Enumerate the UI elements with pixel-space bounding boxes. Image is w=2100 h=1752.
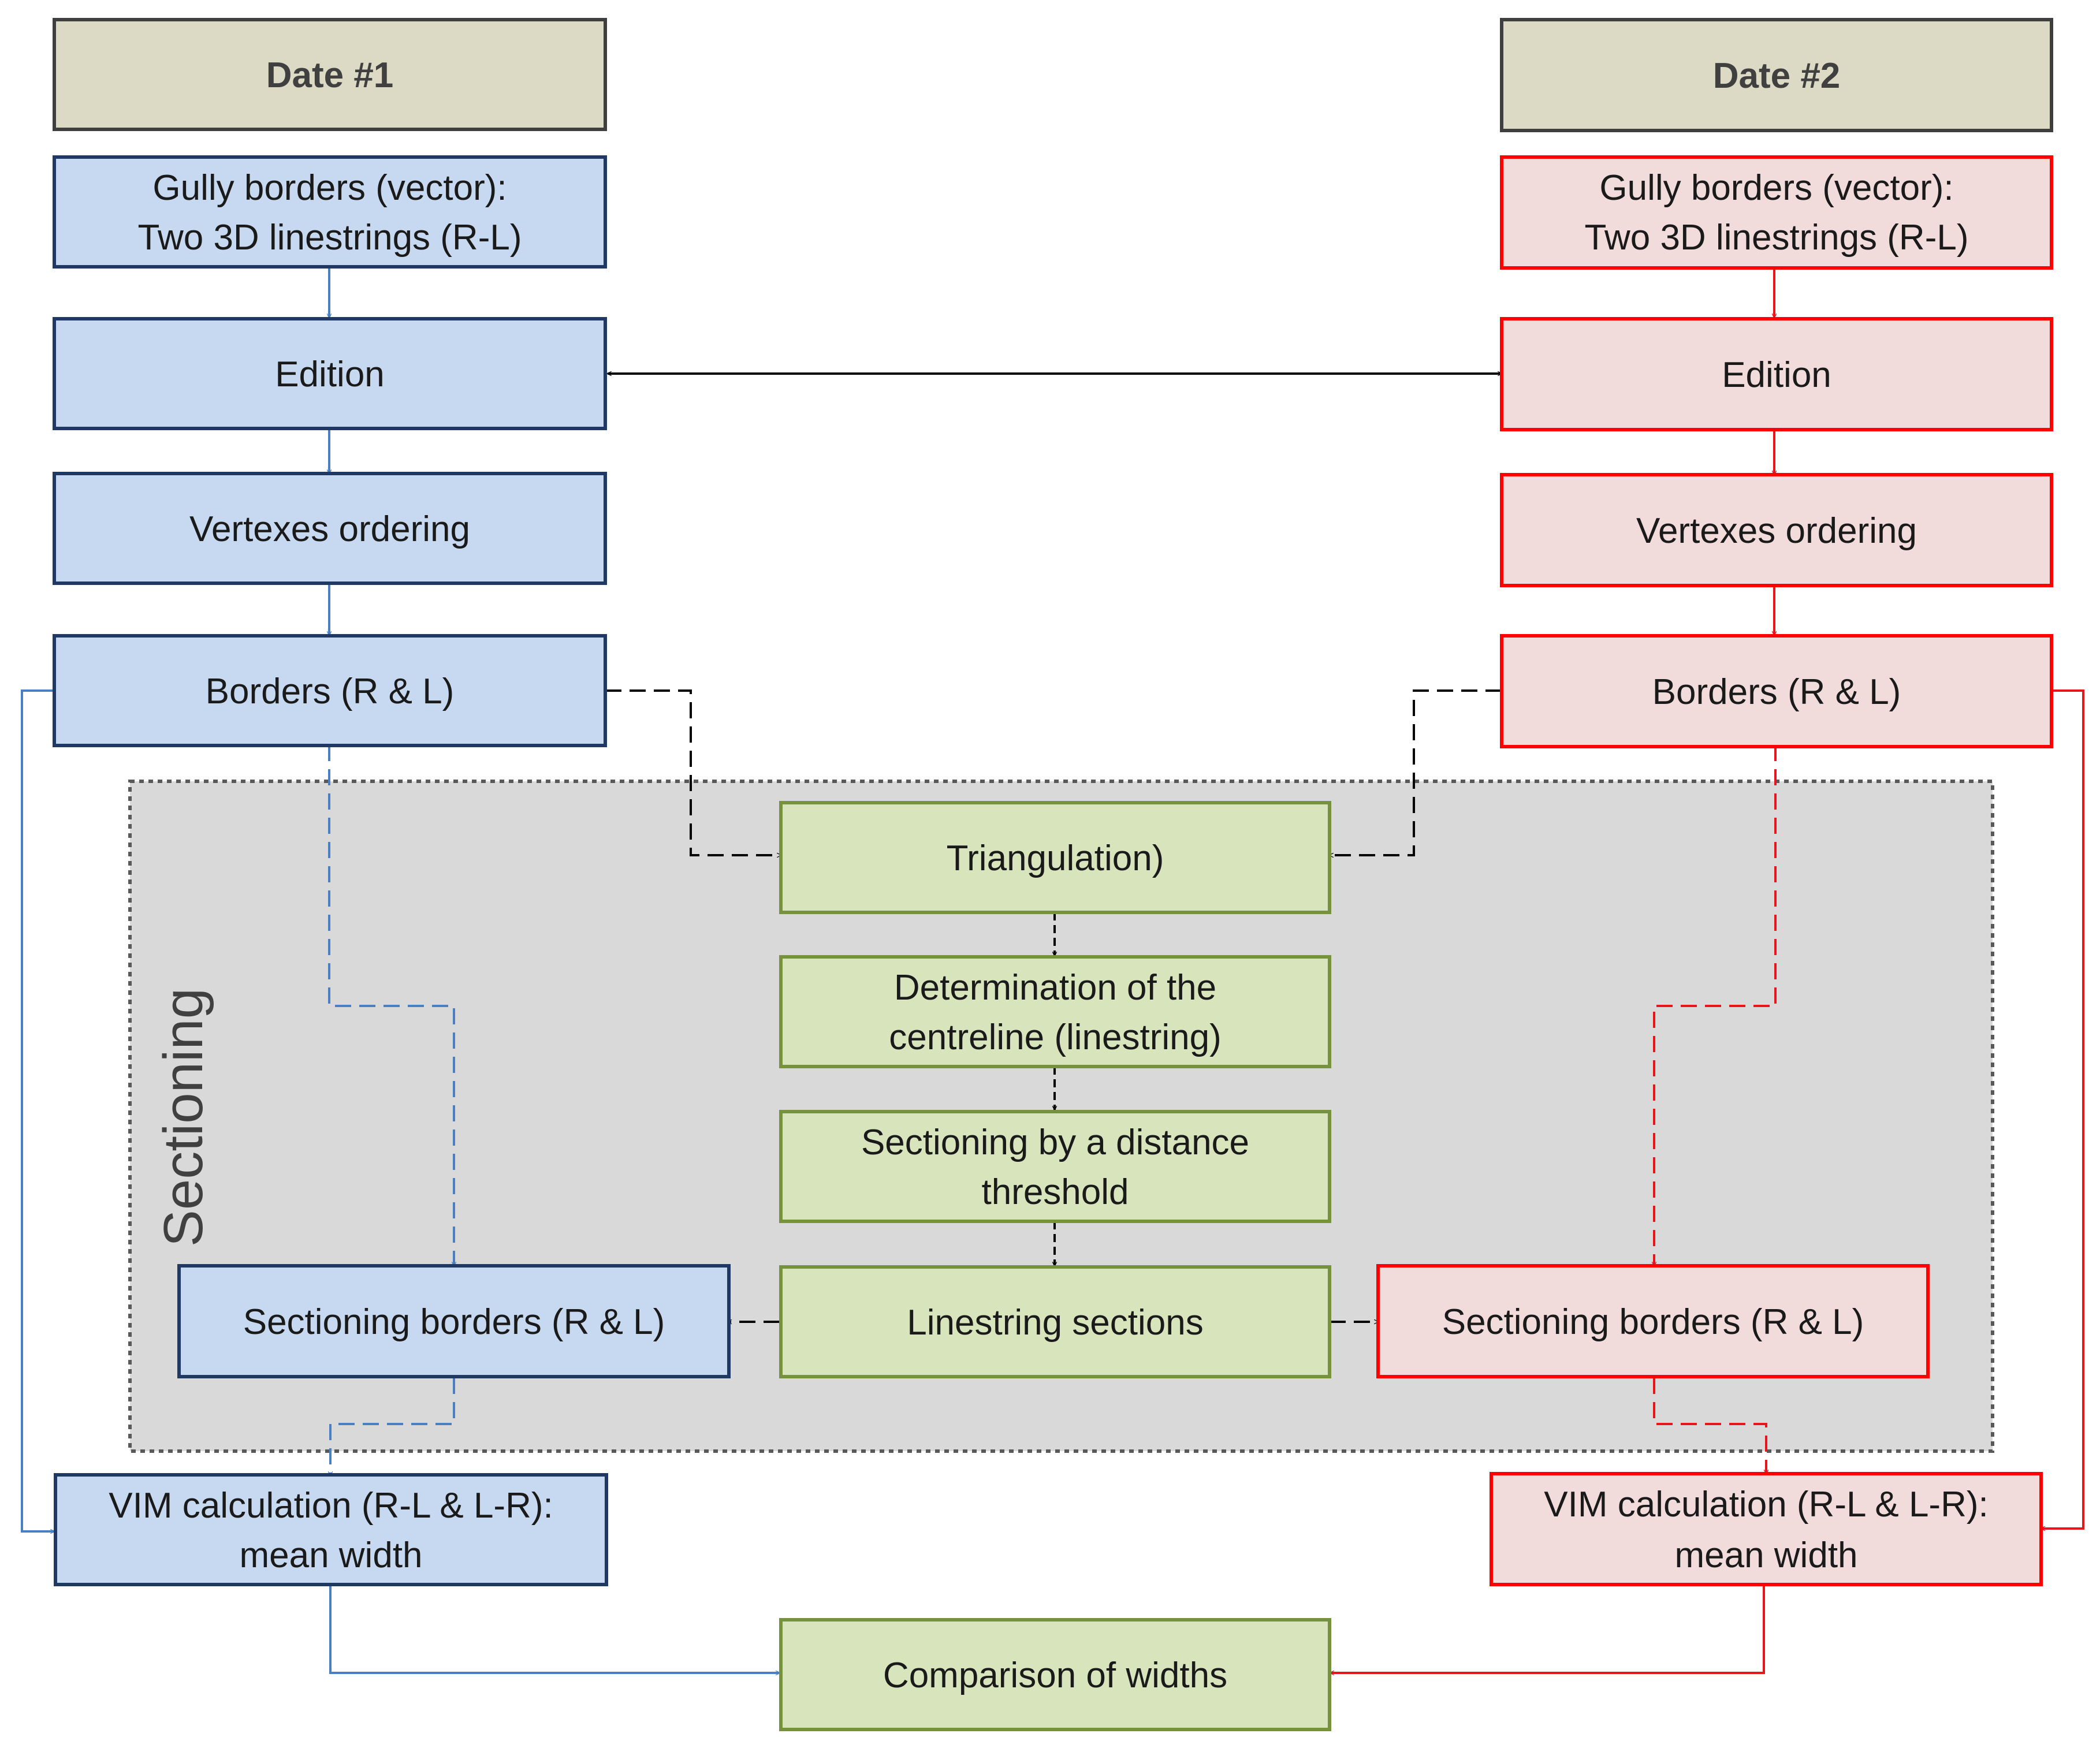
- right-vim-calculation-line-2: mean width: [1674, 1535, 1857, 1575]
- right-gully-borders-box: Gully borders (vector): Two 3D linestrin…: [1500, 155, 2053, 270]
- right-borders-label: Borders (R & L): [1652, 672, 1901, 712]
- center-column: Triangulation) Determination of the cent…: [779, 801, 1331, 1731]
- comparison-of-widths-label: Comparison of widths: [883, 1656, 1227, 1695]
- connector-right-vim-comparison: [1330, 1585, 1765, 1673]
- triangulation-label: Triangulation): [947, 838, 1164, 878]
- left-date-header: Date #1: [53, 18, 607, 131]
- left-borders-label: Borders (R & L): [206, 672, 455, 711]
- distance-threshold-line-1: Sectioning by a distance: [861, 1123, 1249, 1162]
- right-vertexes-ordering-label: Vertexes ordering: [1636, 511, 1917, 551]
- linestring-sections-box: Linestring sections: [779, 1265, 1331, 1378]
- right-column: Date #2 Gully borders (vector): Two 3D l…: [1376, 18, 2053, 1586]
- right-sectioning-borders-label: Sectioning borders (R & L): [1442, 1302, 1864, 1342]
- linestring-sections-label: Linestring sections: [907, 1303, 1204, 1343]
- connector-left-borders-vim: [21, 689, 54, 1531]
- right-gully-borders-line-2: Two 3D linestrings (R-L): [1585, 218, 1969, 258]
- distance-threshold-line-2: threshold: [981, 1172, 1129, 1212]
- left-vertexes-ordering-label: Vertexes ordering: [189, 509, 470, 549]
- distance-threshold-box: Sectioning by a distance threshold: [779, 1110, 1331, 1223]
- right-borders-box: Borders (R & L): [1500, 634, 2053, 748]
- right-sectioning-borders-box: Sectioning borders (R & L): [1376, 1264, 1930, 1378]
- left-vim-calculation-line-2: mean width: [239, 1535, 422, 1575]
- right-date-header: Date #2: [1500, 18, 2053, 132]
- comparison-of-widths-box: Comparison of widths: [779, 1618, 1331, 1731]
- connector-right-borders-triangulation: [1330, 689, 1502, 855]
- connectors: [21, 268, 2084, 1673]
- left-edition-label: Edition: [275, 355, 385, 394]
- left-sectioning-borders-box: Sectioning borders (R & L): [177, 1264, 731, 1378]
- connector-left-borders-sectioning: [328, 745, 454, 1266]
- right-vertexes-ordering-box: Vertexes ordering: [1500, 473, 2053, 587]
- connector-right-borders-sectioning: [1654, 745, 1777, 1266]
- left-gully-borders-line-2: Two 3D linestrings (R-L): [138, 218, 522, 258]
- left-sectioning-borders-label: Sectioning borders (R & L): [243, 1302, 665, 1342]
- left-gully-borders-box: Gully borders (vector): Two 3D linestrin…: [53, 155, 607, 269]
- left-gully-borders-line-1: Gully borders (vector):: [152, 168, 507, 208]
- left-column: Date #1 Gully borders (vector): Two 3D l…: [53, 18, 731, 1586]
- right-vim-calculation-box: VIM calculation (R-L & L-R): mean width: [1490, 1472, 2043, 1586]
- right-vim-calculation-line-1: VIM calculation (R-L & L-R):: [1544, 1485, 1988, 1524]
- triangulation-box: Triangulation): [779, 801, 1331, 914]
- left-date-header-label: Date #1: [266, 55, 394, 95]
- centreline-box: Determination of the centreline (linestr…: [779, 955, 1331, 1068]
- right-gully-borders-line-1: Gully borders (vector):: [1599, 168, 1953, 208]
- connector-left-vim-comparison: [329, 1585, 780, 1673]
- centreline-line-2: centreline (linestring): [889, 1017, 1221, 1057]
- left-edition-box: Edition: [53, 317, 607, 430]
- left-borders-box: Borders (R & L): [53, 634, 607, 747]
- connector-right-sectioning-vim: [1653, 1378, 1766, 1474]
- left-vim-calculation-line-1: VIM calculation (R-L & L-R):: [109, 1486, 553, 1526]
- connector-right-borders-vim: [2041, 689, 2084, 1529]
- connector-left-borders-triangulation: [605, 689, 781, 855]
- connector-left-sectioning-vim: [330, 1378, 455, 1475]
- right-edition-label: Edition: [1722, 355, 1831, 395]
- right-date-header-label: Date #2: [1713, 56, 1841, 96]
- centreline-line-1: Determination of the: [894, 968, 1216, 1008]
- left-vertexes-ordering-box: Vertexes ordering: [53, 472, 607, 585]
- sectioning-region-label: Sectioning: [152, 988, 214, 1247]
- left-vim-calculation-box: VIM calculation (R-L & L-R): mean width: [54, 1473, 608, 1586]
- right-edition-box: Edition: [1500, 317, 2053, 431]
